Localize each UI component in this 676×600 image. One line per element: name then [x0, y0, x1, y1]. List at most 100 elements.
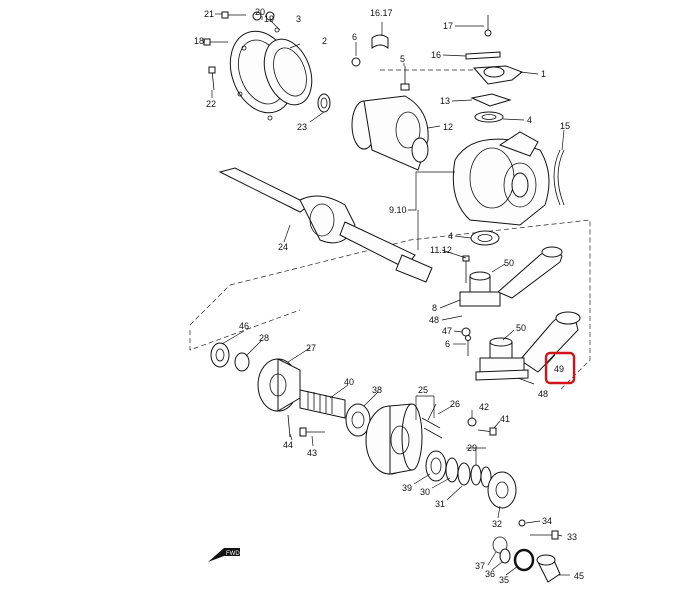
callout-15[interactable]: 15 [560, 121, 570, 131]
callout-45[interactable]: 45 [574, 571, 584, 581]
part-16-17-bushing [371, 34, 389, 49]
part-hub-drum [365, 403, 423, 475]
callout-47[interactable]: 47 [442, 326, 452, 336]
callout-30[interactable]: 30 [420, 487, 430, 497]
part-46-seal [210, 342, 230, 368]
callout-36[interactable]: 36 [485, 569, 495, 579]
callout-26[interactable]: 26 [450, 399, 460, 409]
part-34-washer [518, 519, 526, 527]
part-45-cap [536, 554, 561, 583]
callout-35[interactable]: 35 [499, 575, 509, 585]
callout-25[interactable]: 25 [418, 385, 428, 395]
callout-33[interactable]: 33 [567, 532, 577, 542]
part-5-bolt [400, 66, 410, 91]
front-marker-text: FWD [226, 551, 240, 557]
callout-42[interactable]: 42 [479, 402, 489, 412]
front-direction-marker: FWD [208, 548, 240, 562]
callout-2[interactable]: 2 [322, 36, 327, 46]
part-6-nut [351, 57, 361, 67]
callout-19[interactable]: 19 [264, 14, 274, 24]
callout-43[interactable]: 43 [307, 448, 317, 458]
callout-23[interactable]: 23 [297, 122, 307, 132]
callout-48-upper[interactable]: 48 [429, 315, 439, 325]
callout-50-lower[interactable]: 50 [516, 323, 526, 333]
part-11-12-stud [462, 255, 470, 283]
part-43-bolt [299, 427, 325, 437]
callout-6-mid[interactable]: 6 [445, 339, 450, 349]
part-31-ring [457, 462, 471, 486]
part-8-king-pin [459, 271, 501, 307]
upper-boundary-line [380, 69, 481, 75]
part-47-nut [461, 327, 471, 337]
callout-13[interactable]: 13 [440, 96, 450, 106]
callout-48-lower[interactable]: 48 [538, 389, 548, 399]
part-17-screw [484, 15, 492, 37]
part-41-bolt [477, 427, 497, 436]
part-24-axle-shaft [218, 167, 433, 283]
callout-50-upper[interactable]: 50 [504, 258, 514, 268]
callout-39[interactable]: 39 [402, 483, 412, 493]
knuckle-boundary-line [189, 309, 301, 351]
callout-4-top[interactable]: 4 [527, 115, 532, 125]
part-30-washer [445, 457, 459, 483]
callout-44[interactable]: 44 [283, 440, 293, 450]
callout-28[interactable]: 28 [259, 333, 269, 343]
part-26-bolt [427, 403, 437, 421]
callout-12[interactable]: 12 [443, 122, 453, 132]
part-13-gasket [470, 93, 512, 107]
part-27-spindle [257, 358, 301, 412]
callout-20[interactable]: 20 [255, 7, 265, 17]
callout-1[interactable]: 1 [541, 69, 546, 79]
middle-boundary-line [229, 219, 591, 300]
callout-24[interactable]: 24 [278, 242, 288, 252]
callout-27[interactable]: 27 [306, 343, 316, 353]
part-49-lower-arm [519, 311, 581, 373]
callout-31[interactable]: 31 [435, 499, 445, 509]
part-14-bearing [474, 111, 504, 123]
part-36-ring [499, 548, 511, 564]
callout-9-10[interactable]: 9.10 [389, 205, 407, 215]
part-44-bolt [287, 414, 291, 438]
leader-lines [204, 13, 570, 576]
callout-49[interactable]: 49 [554, 364, 564, 374]
callout-38[interactable]: 38 [372, 385, 382, 395]
hub-boundary-line [559, 300, 591, 391]
lower-boundary-line [189, 284, 231, 326]
steering-knuckle [452, 131, 550, 226]
part-50-arm-upper [497, 246, 563, 299]
part-28-bearing [234, 352, 250, 372]
part-1-cap [472, 65, 523, 85]
part-35-o-ring [513, 548, 535, 572]
callout-32[interactable]: 32 [492, 519, 502, 529]
callout-46[interactable]: 46 [239, 321, 249, 331]
part-29-spacers [470, 464, 492, 488]
part-6-pin [465, 335, 471, 356]
callout-11-12[interactable]: 11.12 [430, 245, 452, 255]
part-50-lower-king-pin [479, 337, 525, 373]
part-4-bearing [470, 230, 500, 246]
callout-40[interactable]: 40 [344, 377, 354, 387]
part-32-flange [487, 471, 517, 509]
callout-3[interactable]: 3 [296, 14, 301, 24]
callout-8[interactable]: 8 [432, 303, 437, 313]
callout-16[interactable]: 16 [431, 50, 441, 60]
callout-21[interactable]: 21 [204, 9, 214, 19]
callout-17[interactable]: 17 [443, 21, 453, 31]
callout-labels: 21 20 19 3 18 2 22 23 6 16.17 5 17 16 1 … [194, 7, 584, 585]
part-40-spring [299, 389, 346, 419]
part-25-studs [421, 417, 443, 439]
callout-22[interactable]: 22 [206, 99, 216, 109]
part-42-washer [467, 417, 477, 427]
callout-18[interactable]: 18 [194, 36, 204, 46]
callout-4-mid[interactable]: 4 [448, 231, 453, 241]
callout-29[interactable]: 29 [467, 443, 477, 453]
callout-5[interactable]: 5 [400, 54, 405, 64]
callout-16-17[interactable]: 16.17 [370, 8, 393, 18]
callout-34[interactable]: 34 [542, 516, 552, 526]
highlight-box-49[interactable] [544, 351, 576, 385]
callout-6-top[interactable]: 6 [352, 32, 357, 42]
callout-41[interactable]: 41 [500, 414, 510, 424]
callout-37[interactable]: 37 [475, 561, 485, 571]
